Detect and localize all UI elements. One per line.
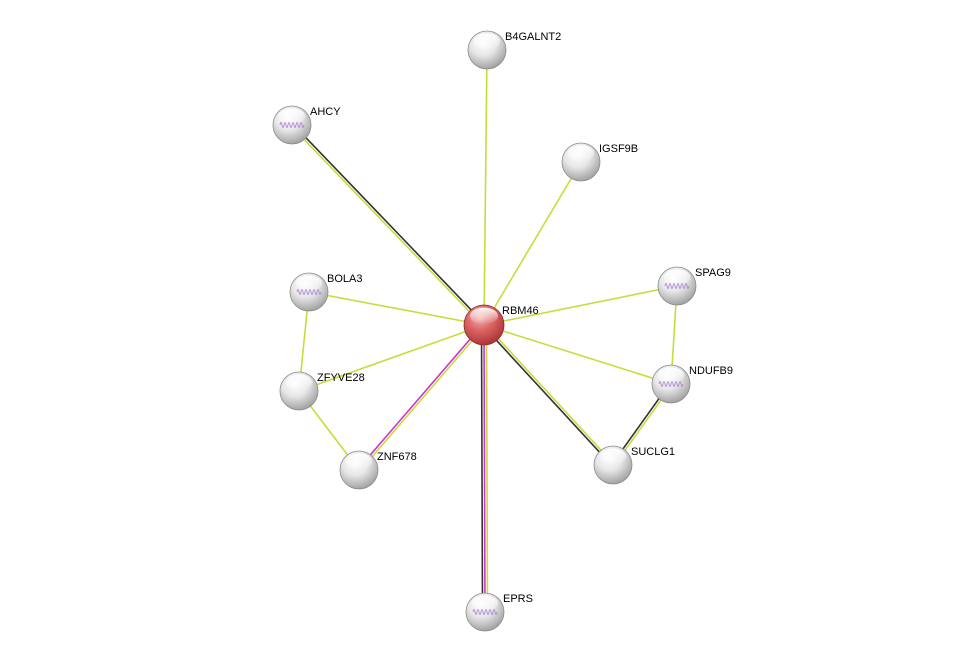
edge-evidence-coexpression — [480, 325, 484, 613]
protein-structure-icon — [279, 122, 305, 128]
edge-evidence-textmining — [485, 324, 489, 612]
edge-rbm46-igsf9b[interactable] — [483, 161, 582, 326]
edge-evidence-textmining — [483, 49, 488, 326]
node-ndufb9[interactable]: NDUFB9 — [651, 364, 733, 404]
node-label: AHCY — [310, 106, 341, 118]
node-label: NDUFB9 — [689, 365, 733, 377]
edge-evidence-textmining — [359, 325, 486, 472]
edge-rbm46-ndufb9[interactable] — [483, 324, 672, 385]
edge-rbm46-bola3[interactable] — [308, 291, 485, 326]
node-label: IGSF9B — [599, 143, 638, 155]
node-label: BOLA3 — [327, 273, 362, 285]
node-highlight — [470, 307, 498, 325]
node-highlight — [473, 33, 501, 50]
node-highlight — [657, 367, 685, 384]
edge-evidence-textmining — [290, 125, 484, 327]
edge-rbm46-ahcy[interactable] — [290, 123, 486, 327]
edge-evidence-textmining — [298, 324, 485, 392]
node-label: SUCLG1 — [631, 446, 675, 458]
edge-evidence-textmining — [483, 285, 678, 326]
node-label: B4GALNT2 — [505, 31, 561, 43]
edges-layer — [290, 49, 678, 613]
node-highlight — [345, 453, 373, 470]
edge-rbm46-spag9[interactable] — [483, 285, 678, 326]
node-znf678[interactable]: ZNF678 — [339, 450, 417, 490]
node-highlight — [599, 448, 627, 465]
edge-evidence-experiments — [483, 324, 486, 613]
edge-evidence-textmining — [483, 161, 582, 326]
node-b4galnt2[interactable]: B4GALNT2 — [467, 30, 561, 70]
node-label: RBM46 — [502, 305, 539, 317]
node-ahcy[interactable]: AHCY — [272, 105, 341, 145]
edge-evidence-textmining — [308, 291, 485, 326]
edge-evidence-textmining — [483, 324, 672, 385]
node-zfyve28[interactable]: ZFYVE28 — [279, 371, 365, 411]
protein-structure-icon — [472, 609, 498, 615]
node-highlight — [567, 145, 595, 162]
edge-rbm46-znf678[interactable] — [357, 323, 486, 472]
node-eprs[interactable]: EPRS — [465, 592, 533, 632]
node-highlight — [663, 269, 691, 286]
edge-rbm46-suclg1[interactable] — [482, 323, 615, 467]
node-spag9[interactable]: SPAG9 — [657, 266, 731, 306]
edge-evidence-experiments — [357, 323, 484, 470]
edge-rbm46-eprs[interactable] — [480, 324, 489, 613]
node-igsf9b[interactable]: IGSF9B — [561, 142, 638, 182]
node-highlight — [285, 374, 313, 391]
protein-structure-icon — [658, 381, 684, 387]
edge-rbm46-b4galnt2[interactable] — [483, 49, 488, 326]
edge-evidence-textmining — [484, 323, 615, 465]
edge-rbm46-zfyve28[interactable] — [298, 324, 485, 392]
node-label: EPRS — [503, 593, 533, 605]
node-label: ZFYVE28 — [317, 372, 365, 384]
protein-structure-icon — [296, 289, 322, 295]
protein-structure-icon — [664, 283, 690, 289]
node-bola3[interactable]: BOLA3 — [289, 272, 362, 312]
node-highlight — [278, 108, 306, 125]
node-label: ZNF678 — [377, 451, 417, 463]
node-highlight — [471, 595, 499, 612]
edge-evidence-coexpression — [292, 123, 486, 325]
node-label: SPAG9 — [695, 267, 731, 279]
node-rbm46[interactable]: RBM46 — [463, 304, 539, 346]
edge-evidence-coexpression — [482, 325, 613, 467]
node-highlight — [295, 275, 323, 292]
node-suclg1[interactable]: SUCLG1 — [593, 445, 675, 485]
